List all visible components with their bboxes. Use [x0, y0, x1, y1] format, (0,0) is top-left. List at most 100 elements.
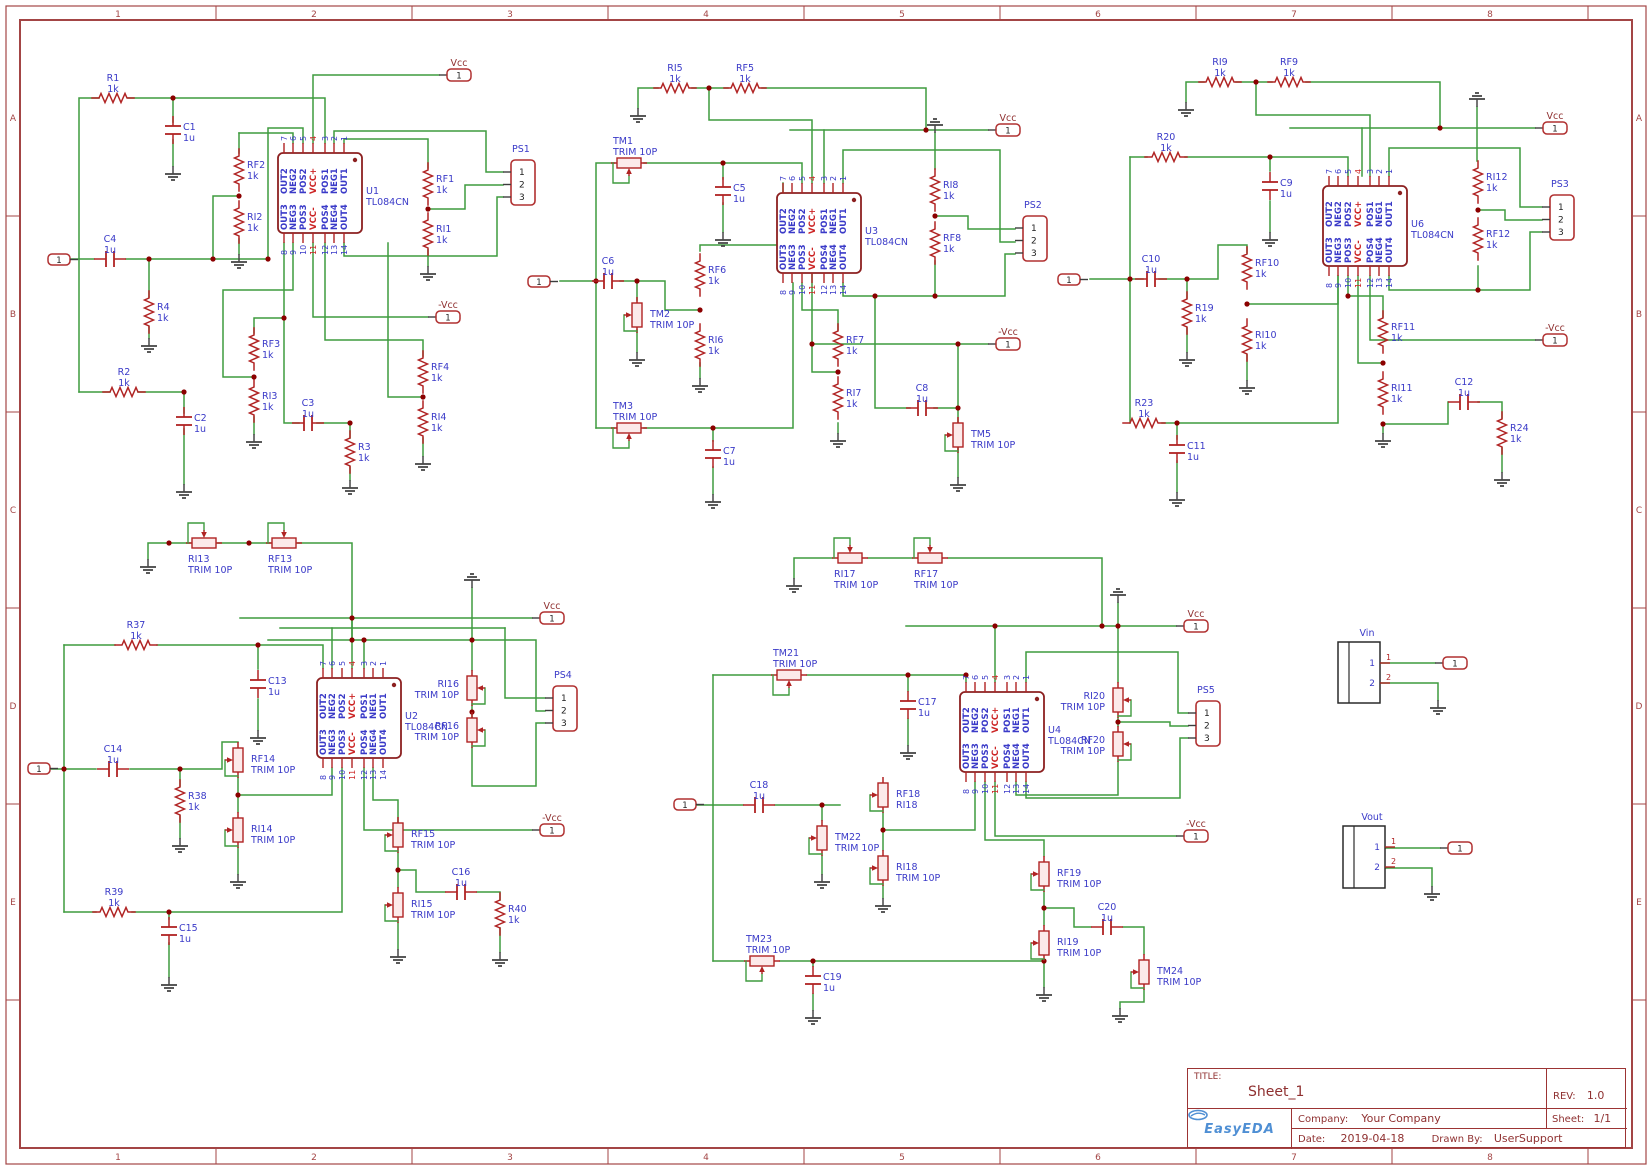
ground-symbol[interactable] — [1430, 700, 1446, 715]
net-port-input[interactable]: 1 — [47, 253, 78, 266]
ground-symbol[interactable] — [420, 266, 436, 281]
ground-symbol[interactable] — [250, 730, 266, 745]
wires[interactable] — [49, 74, 1543, 1011]
net-port-input[interactable]: 1 — [27, 762, 58, 775]
ground-symbol[interactable] — [1494, 472, 1510, 487]
ground-symbol[interactable] — [630, 108, 646, 123]
ic-U4[interactable]: 78OUT2OUT369NEG2NEG3510POS2POS3411VCC+VC… — [959, 675, 1091, 794]
ground-symbol[interactable] — [705, 494, 721, 509]
ground-symbol[interactable] — [246, 434, 262, 449]
ground-symbol[interactable] — [1375, 433, 1391, 448]
ground-symbol[interactable] — [176, 484, 192, 499]
ground-symbol[interactable] — [141, 338, 157, 353]
ground-symbol[interactable] — [231, 254, 247, 269]
ground-symbol[interactable] — [1169, 492, 1185, 507]
ground-symbol[interactable] — [1178, 102, 1194, 117]
ground-symbol[interactable] — [172, 838, 188, 853]
ground-symbol[interactable] — [161, 977, 177, 992]
ground-symbol[interactable] — [230, 874, 246, 889]
ground-symbol[interactable] — [715, 232, 731, 247]
ground-symbol[interactable] — [927, 118, 943, 133]
ic-U2[interactable]: 78OUT2OUT369NEG2NEG3510POS2POS3411VCC+VC… — [316, 661, 448, 780]
ground-symbol[interactable] — [786, 578, 802, 593]
ground-symbol[interactable] — [1262, 232, 1278, 247]
net-port--Vcc[interactable]: 1-Vcc — [428, 300, 461, 324]
ground-symbol[interactable] — [415, 456, 431, 471]
net-port-io[interactable]: 1 — [1435, 656, 1468, 670]
net-port-io[interactable]: 1 — [1440, 841, 1473, 855]
ground-symbol[interactable] — [875, 898, 891, 913]
ground-symbol[interactable] — [950, 477, 966, 492]
ground-symbol[interactable] — [140, 559, 156, 574]
net-port-input[interactable]: 1 — [527, 275, 558, 288]
ground-symbol[interactable] — [390, 949, 406, 964]
ground-symbol[interactable] — [342, 480, 358, 495]
ground-symbol[interactable] — [1424, 886, 1440, 901]
ground-symbol[interactable] — [805, 1010, 821, 1025]
ground-symbol[interactable] — [464, 573, 480, 588]
ground-symbol[interactable] — [1239, 380, 1255, 395]
ground-symbol[interactable] — [814, 874, 830, 889]
